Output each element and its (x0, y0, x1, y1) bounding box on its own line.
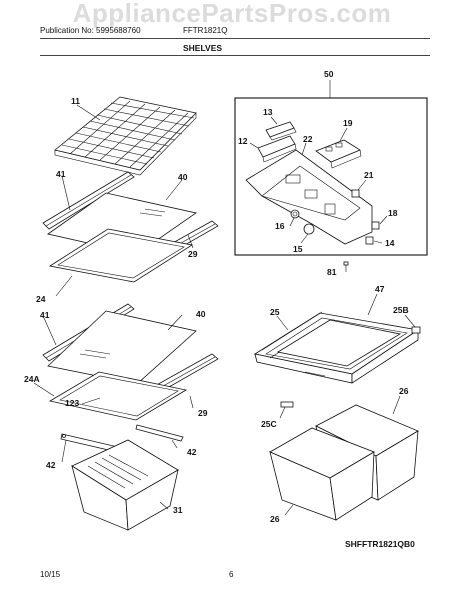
light-shield-13 (265, 121, 297, 141)
callout-14: 14 (385, 238, 395, 248)
callout-26-right: 26 (399, 386, 409, 396)
control-board-19 (315, 139, 362, 169)
leader-lines (33, 80, 416, 516)
callout-16: 16 (275, 221, 285, 231)
callout-25c: 25C (261, 419, 277, 429)
callout-81: 81 (327, 267, 337, 277)
callout-29-upper: 29 (188, 249, 198, 259)
callout-31: 31 (173, 505, 183, 515)
callout-47: 47 (375, 284, 385, 294)
callout-26-left: 26 (270, 514, 280, 524)
callout-22: 22 (303, 134, 313, 144)
meat-pan (71, 439, 179, 531)
section-title: SHELVES (183, 43, 223, 53)
shelf-trim-front-upper (42, 171, 135, 230)
callout-21: 21 (364, 170, 374, 180)
shelf-frame-lower (48, 371, 188, 421)
callout-18: 18 (388, 208, 398, 218)
diagram-reference-code: SHFFTR1821QB0 (345, 539, 415, 549)
callout-12: 12 (238, 136, 248, 146)
damper-21 (351, 189, 360, 198)
bulb-15 (303, 223, 315, 235)
footer-date: 10/15 (40, 570, 61, 579)
socket-18 (371, 221, 380, 230)
wire-shelf (54, 96, 197, 176)
callout-29-lower: 29 (198, 408, 208, 418)
callout-50: 50 (324, 69, 334, 79)
callout-123: 123 (65, 398, 79, 408)
watermark: AppliancePartsPros.com (72, 0, 392, 28)
knob-16 (290, 209, 300, 219)
humidity-control-25b (411, 326, 421, 334)
header-rule (40, 38, 430, 39)
publication-number: Publication No: 5995688760 (40, 26, 141, 35)
callout-13: 13 (263, 107, 273, 117)
callout-41-lower: 41 (40, 310, 50, 320)
callout-15: 15 (293, 244, 303, 254)
model-number: FFTR1821Q (183, 26, 228, 35)
glass-shelf-lower (47, 310, 197, 385)
crisper-cover-glass (276, 319, 402, 377)
control-housing-frame (234, 97, 428, 256)
callout-41-upper: 41 (56, 169, 66, 179)
callout-42-left: 42 (46, 460, 56, 470)
callout-42-right: 42 (187, 447, 197, 457)
callout-40-upper: 40 (178, 172, 188, 182)
section-rule (40, 55, 430, 56)
callout-25b: 25B (393, 305, 409, 315)
control-housing-22 (245, 149, 373, 245)
crisper-slide-right (135, 424, 184, 442)
callout-40-lower: 40 (196, 309, 206, 319)
callout-19: 19 (343, 118, 353, 128)
screw-81 (343, 261, 349, 272)
callout-24: 24 (36, 294, 46, 304)
humidity-slide-25c (280, 401, 294, 408)
screw-14 (365, 236, 374, 245)
light-housing-12 (257, 135, 297, 163)
callout-25: 25 (270, 307, 280, 317)
callout-11: 11 (71, 96, 80, 106)
callout-24a: 24A (24, 374, 40, 384)
footer-page-number: 6 (229, 570, 234, 579)
crisper-drawer-left (269, 427, 375, 521)
